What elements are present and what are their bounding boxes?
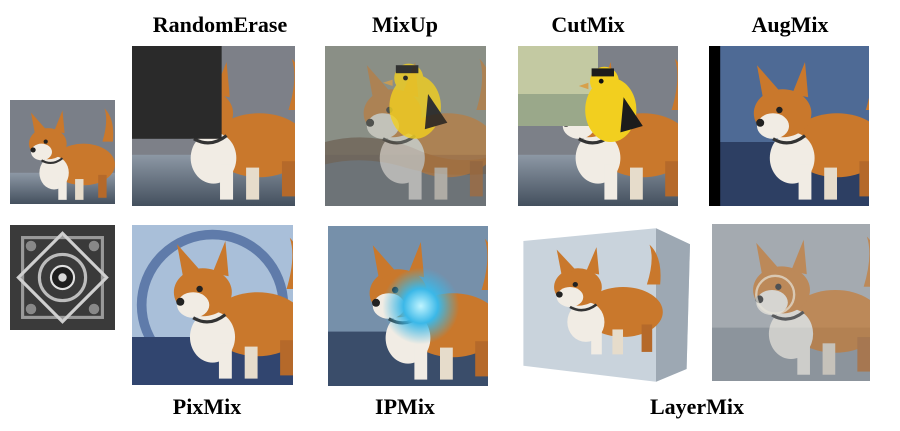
- original-image: [10, 100, 115, 204]
- layermix-warped-image: [520, 225, 690, 385]
- layermix-faded-image: [712, 224, 870, 381]
- label-layermix: LayerMix: [649, 394, 745, 419]
- label-cutmix: CutMix: [551, 12, 625, 37]
- augmix-image: [709, 46, 869, 206]
- label-pixmix: PixMix: [172, 394, 242, 419]
- ipmix-image: [328, 226, 488, 386]
- pixmix-image: [132, 225, 293, 385]
- randomerase-image: [132, 46, 295, 206]
- cutmix-image: [518, 46, 678, 206]
- mixup-image: [325, 46, 486, 206]
- label-ipmix: IPMix: [375, 394, 435, 419]
- label-mixup: MixUp: [372, 12, 438, 37]
- label-augmix: AugMix: [751, 12, 829, 37]
- fractal-mixing-image: [10, 225, 115, 330]
- label-randomerase: RandomErase: [152, 12, 288, 37]
